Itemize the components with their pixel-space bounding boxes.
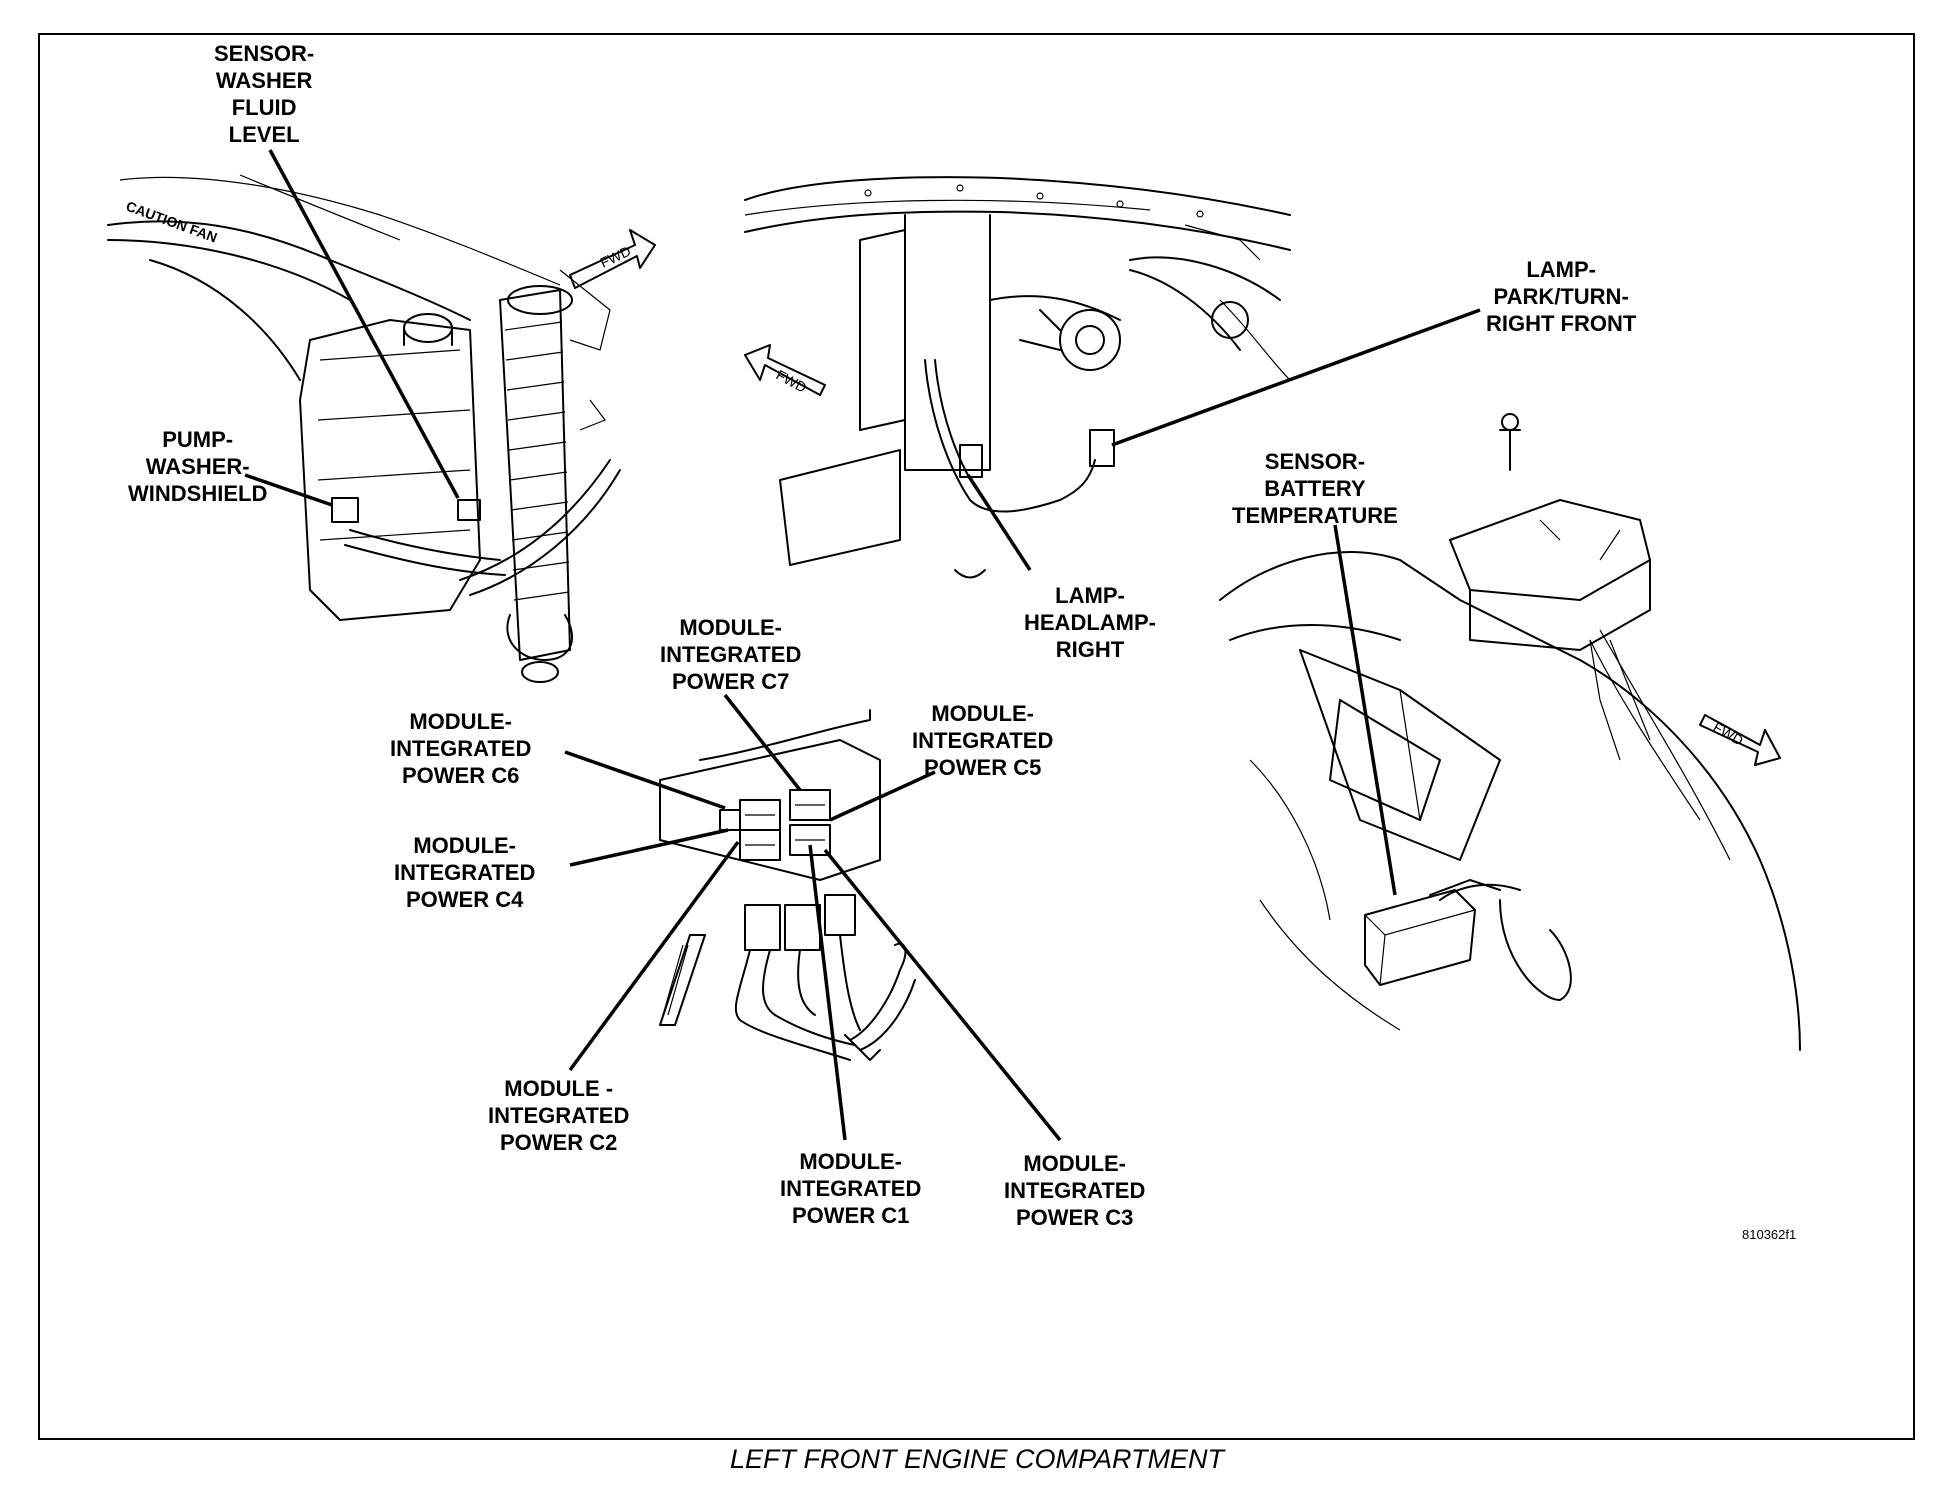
label-lamp-headlamp-right: LAMP- HEADLAMP- RIGHT	[1024, 583, 1156, 662]
figure-id: 810362f1	[1742, 1227, 1797, 1242]
label-module-integrated-power-c3: MODULE- INTEGRATED POWER C3	[1004, 1151, 1146, 1230]
leader-lamp-park-turn	[1111, 308, 1481, 447]
battery-tray-illustration	[1219, 413, 1801, 1051]
leader-c4	[569, 828, 729, 867]
label-module-integrated-power-c7: MODULE- INTEGRATED POWER C7	[660, 615, 802, 694]
leader-pump-washer-windshield	[244, 473, 333, 507]
label-module-integrated-power-c2: MODULE - INTEGRATED POWER C2	[488, 1076, 630, 1155]
label-sensor-battery-temperature: SENSOR- BATTERY TEMPERATURE	[1232, 449, 1398, 528]
leader-c7	[723, 693, 802, 792]
leader-lines	[244, 149, 1481, 1142]
label-pump-washer-windshield: PUMP- WASHER- WINDSHIELD	[128, 427, 268, 506]
label-module-integrated-power-c6: MODULE- INTEGRATED POWER C6	[390, 709, 532, 788]
leader-c6	[564, 750, 726, 810]
label-module-integrated-power-c1: MODULE- INTEGRATED POWER C1	[780, 1149, 922, 1228]
leader-c5	[829, 770, 936, 822]
label-module-integrated-power-c4: MODULE- INTEGRATED POWER C4	[394, 833, 536, 912]
figure-caption: LEFT FRONT ENGINE COMPARTMENT	[729, 1444, 1224, 1474]
leader-lamp-headlamp	[966, 474, 1032, 571]
washer-reservoir-illustration	[107, 174, 621, 683]
fwd-arrow-label: FWD	[774, 367, 810, 396]
integrated-power-module-illustration	[659, 709, 916, 1061]
fwd-arrow-top-center: FWD	[744, 344, 826, 396]
fwd-arrow-right: FWD	[1699, 714, 1781, 766]
headlamp-illustration	[744, 176, 1291, 579]
label-sensor-washer-fluid-level: SENSOR- WASHER FLUID LEVEL	[214, 41, 315, 147]
label-module-integrated-power-c5: MODULE- INTEGRATED POWER C5	[912, 701, 1054, 780]
leader-c2	[568, 840, 740, 1072]
leader-sensor-battery-temperature	[1333, 524, 1397, 896]
leader-c3	[823, 848, 1062, 1142]
leader-c1	[808, 844, 847, 1141]
figure-frame	[38, 33, 1915, 1440]
label-lamp-park-turn-right-front: LAMP- PARK/TURN- RIGHT FRONT	[1486, 257, 1637, 336]
leader-sensor-washer-fluid-level	[268, 149, 460, 499]
fwd-arrow-top-left: FWD	[569, 229, 656, 289]
